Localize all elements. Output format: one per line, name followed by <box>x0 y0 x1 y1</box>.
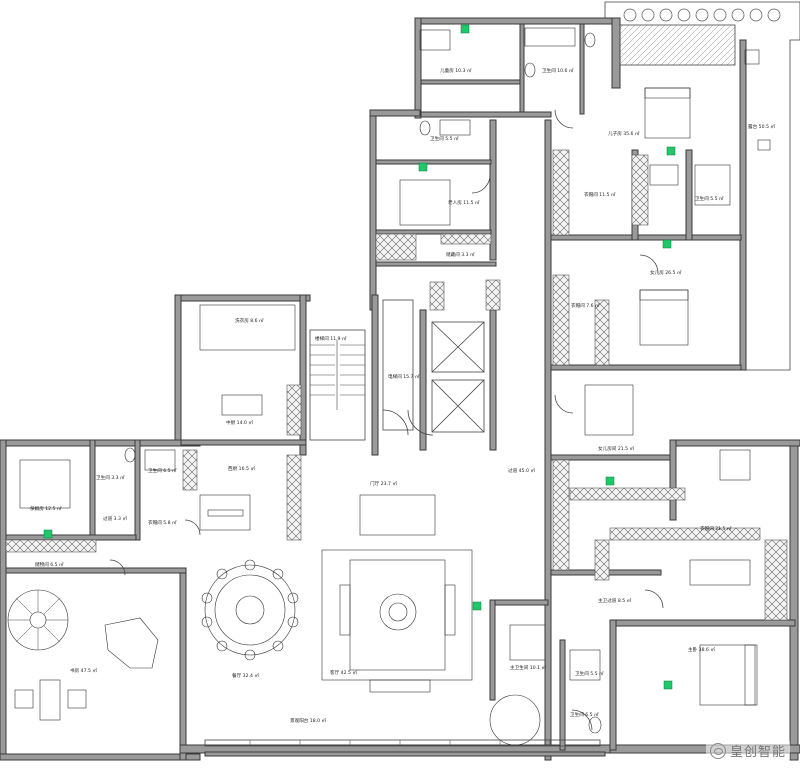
room-label: 衣帽间 5.8 ㎡ <box>148 519 177 526</box>
room-label: 储藏间 3.3 ㎡ <box>446 251 475 258</box>
sensor-marker <box>418 162 428 172</box>
sensor-marker <box>662 239 672 249</box>
closets <box>5 149 788 621</box>
room-label: 女儿房 26.5 ㎡ <box>650 269 682 276</box>
sensor-marker <box>43 529 53 539</box>
room-label: 过道 3.3 ㎡ <box>103 515 127 522</box>
room-label: 儿童房 10.3 ㎡ <box>440 67 472 74</box>
room-label: 卫生间 10.6 ㎡ <box>542 67 574 74</box>
stairwell <box>309 299 414 441</box>
interior-walls <box>5 23 796 751</box>
room-label: 卫生间 5.5 ㎡ <box>430 135 459 142</box>
brand-watermark: 皇创智能 <box>705 739 790 762</box>
sensor-marker <box>472 601 482 611</box>
room-label: 门厅 23.7 ㎡ <box>370 480 397 487</box>
kitchen-dining <box>199 304 299 661</box>
room-label: 主卧 38.6 ㎡ <box>688 646 715 653</box>
room-label: 电梯间 15.7 ㎡ <box>388 373 420 380</box>
bathroom-fixtures <box>124 27 751 746</box>
room-label: 洗衣房 8.6 ㎡ <box>235 317 264 324</box>
smart-sensors <box>43 24 676 690</box>
room-label: 儿子房 35.6 ㎡ <box>608 130 640 137</box>
watermark-text: 皇创智能 <box>729 745 786 760</box>
study <box>7 589 159 721</box>
room-label: 衣帽间 11.5 ㎡ <box>584 191 616 198</box>
room-label: 衣帽间 21.5 ㎡ <box>700 525 732 532</box>
room-label: 卫生间 6.5 ㎡ <box>148 467 177 474</box>
window-band <box>204 739 601 747</box>
room-label: 中厨 14.0 ㎡ <box>226 419 253 426</box>
room-label: 主卫生间 10.1 ㎡ <box>510 664 547 671</box>
room-label: 卫生间 5.5 ㎡ <box>575 670 604 677</box>
sensor-marker <box>663 680 673 690</box>
room-label: 客厅 42.5 ㎡ <box>330 669 357 676</box>
room-label: 女儿房间 21.5 ㎡ <box>598 445 635 452</box>
room-label: 楼梯间 11.9 ㎡ <box>315 335 347 342</box>
room-label: 卫生间 3.3 ㎡ <box>96 474 125 481</box>
terrace <box>619 8 781 151</box>
elevators <box>431 321 485 433</box>
room-label: 露台 50.5 ㎡ <box>748 123 775 130</box>
sensor-marker <box>460 24 470 34</box>
room-label: 老人房 11.5 ㎡ <box>448 199 480 206</box>
room-labels: 儿童房 10.3 ㎡ 卫生间 10.6 ㎡ 儿子房 35.6 ㎡ 露台 50.5… <box>30 67 775 724</box>
room-label: 餐厅 32.4 ㎡ <box>232 672 259 679</box>
room-label: 主卫过道 8.5 ㎡ <box>598 597 632 604</box>
room-label: 景观阳台 18.0 ㎡ <box>290 717 327 724</box>
room-label: 衣帽间 7.6 ㎡ <box>571 302 600 309</box>
room-label: 西厨 16.5 ㎡ <box>228 465 255 472</box>
room-label: 保姆房 12.5 ㎡ <box>30 505 62 512</box>
room-label: 卫生间 6.5 ㎡ <box>570 711 599 718</box>
room-label: 储物间 6.5 ㎡ <box>35 561 64 568</box>
sensor-marker <box>605 476 615 486</box>
sensor-marker <box>666 146 676 156</box>
room-label: 书房 47.5 ㎡ <box>70 667 97 674</box>
room-label: 过道 45.0 ㎡ <box>508 467 535 474</box>
living-room <box>321 494 473 693</box>
beds <box>19 29 758 706</box>
wechat-logo-icon <box>709 742 726 759</box>
doors <box>109 109 664 731</box>
room-label: 卫生间 5.5 ㎡ <box>695 195 724 202</box>
